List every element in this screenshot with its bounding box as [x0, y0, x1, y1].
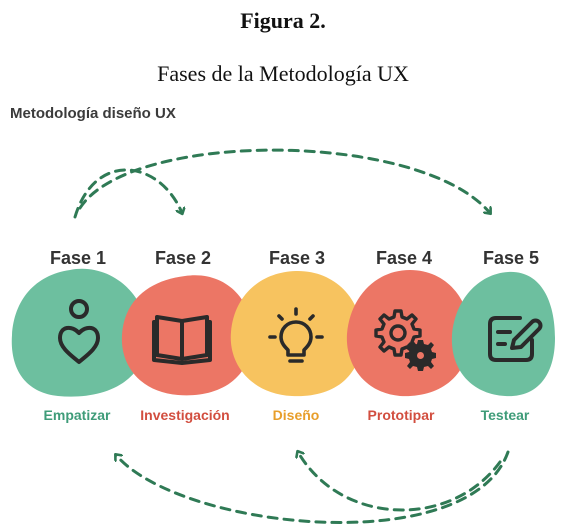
phase-label-fase4: Fase 4: [376, 248, 432, 268]
arrow-fase1-to-fase5: [78, 148, 490, 213]
phase-blob-fase2: [121, 275, 253, 396]
phase-name-fase3: Diseño: [273, 407, 320, 423]
arrow-fase5-to-fase3: [298, 452, 502, 512]
heart-person-icon: [58, 299, 100, 364]
figure-title: Fases de la Metodología UX: [157, 61, 409, 86]
phase-blob-fase4: [346, 270, 471, 397]
edit-note-icon: [488, 316, 543, 362]
gears-icon: [374, 309, 422, 357]
phase-label-fase5: Fase 5: [483, 248, 539, 268]
arrow-fase5-to-fase1: [116, 450, 510, 524]
phase-label-fase2: Fase 2: [155, 248, 211, 268]
phase-name-fase2: Investigación: [140, 407, 229, 423]
phase-blob-fase5: [451, 271, 555, 397]
lightbulb-icon: [268, 307, 324, 363]
phase-label-fase1: Fase 1: [50, 248, 106, 268]
open-book-icon: [152, 315, 212, 365]
phase-name-fase5: Testear: [481, 407, 530, 423]
figure-number: Figura 2.: [240, 8, 326, 33]
small-gear-icon: [405, 340, 436, 371]
phase-blob-fase3: [230, 270, 363, 397]
phase-label-fase3: Fase 3: [269, 248, 325, 268]
phase-name-fase1: Empatizar: [44, 407, 111, 423]
diagram-heading: Metodología diseño UX: [10, 105, 176, 122]
arrow-fase1-to-fase2: [73, 168, 182, 219]
phase-name-fase4: Prototipar: [368, 407, 435, 423]
